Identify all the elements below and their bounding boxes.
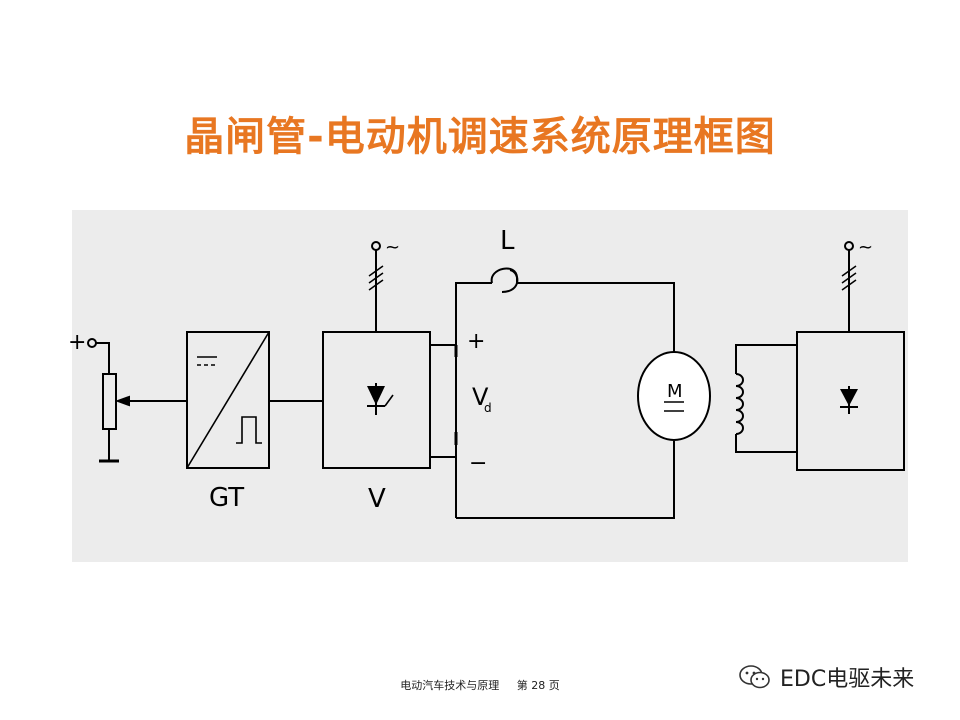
exciter-block	[796, 331, 905, 471]
potentiometer	[87, 338, 119, 463]
left-plus-label: +	[68, 330, 86, 355]
slide-title: 晶闸管-电动机调速系统原理框图	[184, 114, 776, 160]
watermark: EDC电驱未来	[738, 662, 914, 692]
v-block	[322, 331, 431, 469]
dc-output-wires	[430, 344, 456, 458]
field-winding	[735, 344, 797, 453]
dc-minus-label: −	[469, 451, 487, 476]
ac-symbol-2: ~	[858, 237, 873, 258]
motor-label: M	[667, 381, 683, 402]
gt-label: GT	[209, 483, 244, 513]
v-block-label: V	[368, 484, 386, 514]
ac-supply-1	[368, 241, 384, 332]
slide-footer: 电动汽车技术与原理 第 28 页	[0, 677, 960, 693]
vd-sub-label: d	[484, 401, 492, 415]
watermark-text: EDC电驱未来	[780, 667, 915, 692]
footer-page-number: 第 28 页	[516, 679, 560, 692]
inductor-label: L	[500, 226, 515, 256]
main-loop	[454, 267, 675, 519]
vd-main-label: V	[472, 383, 489, 411]
wiper-arrowhead	[115, 395, 130, 407]
footer-course-title: 电动汽车技术与原理	[400, 679, 500, 692]
motor	[637, 351, 711, 441]
gt-block	[186, 331, 270, 469]
chat-bubble-icon	[739, 665, 770, 689]
ac-supply-2	[841, 241, 857, 332]
ac-symbol-1: ~	[385, 237, 400, 258]
dc-plus-label: +	[467, 329, 485, 354]
